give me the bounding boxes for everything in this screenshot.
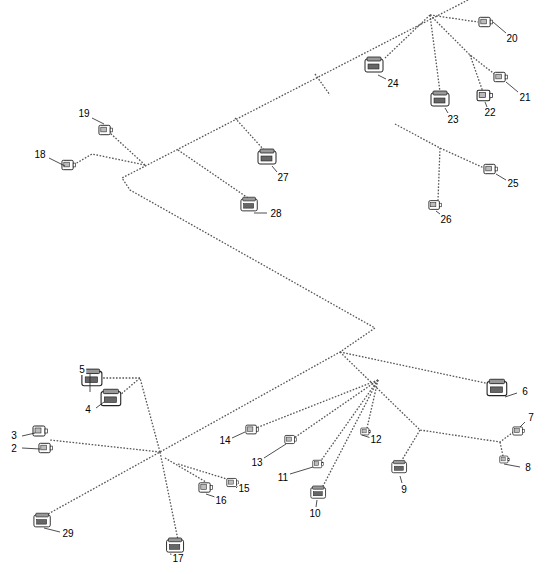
callout-number: 4: [84, 405, 92, 415]
callout-number: 26: [439, 215, 452, 225]
callout-number: 11: [277, 473, 289, 483]
callout-number: 28: [269, 209, 282, 219]
callout-number: 16: [214, 496, 227, 506]
callout-number: 9: [400, 485, 408, 495]
callout-number: 18: [33, 150, 46, 160]
callout-number: 27: [276, 173, 289, 183]
callout-number: 20: [505, 34, 518, 44]
callout-number: 8: [524, 463, 532, 473]
callout-number: 24: [386, 79, 399, 89]
callout-number: 12: [369, 435, 382, 445]
callout-number: 7: [527, 413, 535, 423]
callout-number: 14: [218, 436, 231, 446]
callout-number: 22: [483, 108, 496, 118]
leader-lines: [22, 22, 525, 555]
callout-number: 21: [518, 93, 531, 103]
callout-number: 25: [506, 179, 519, 189]
callout-number: 10: [308, 509, 321, 519]
callout-number: 5: [78, 365, 86, 375]
callout-number: 19: [77, 109, 90, 119]
callout-number: 6: [521, 387, 529, 397]
callout-number: 13: [250, 458, 263, 468]
callout-number: 3: [10, 431, 18, 441]
callout-number: 23: [446, 115, 459, 125]
callout-number: 2: [10, 444, 18, 454]
callout-number: 15: [237, 484, 250, 494]
callout-number: 17: [171, 554, 184, 564]
harness-wires: [48, 0, 516, 540]
connector-icons: [33, 17, 525, 552]
callout-number: 29: [61, 529, 74, 539]
